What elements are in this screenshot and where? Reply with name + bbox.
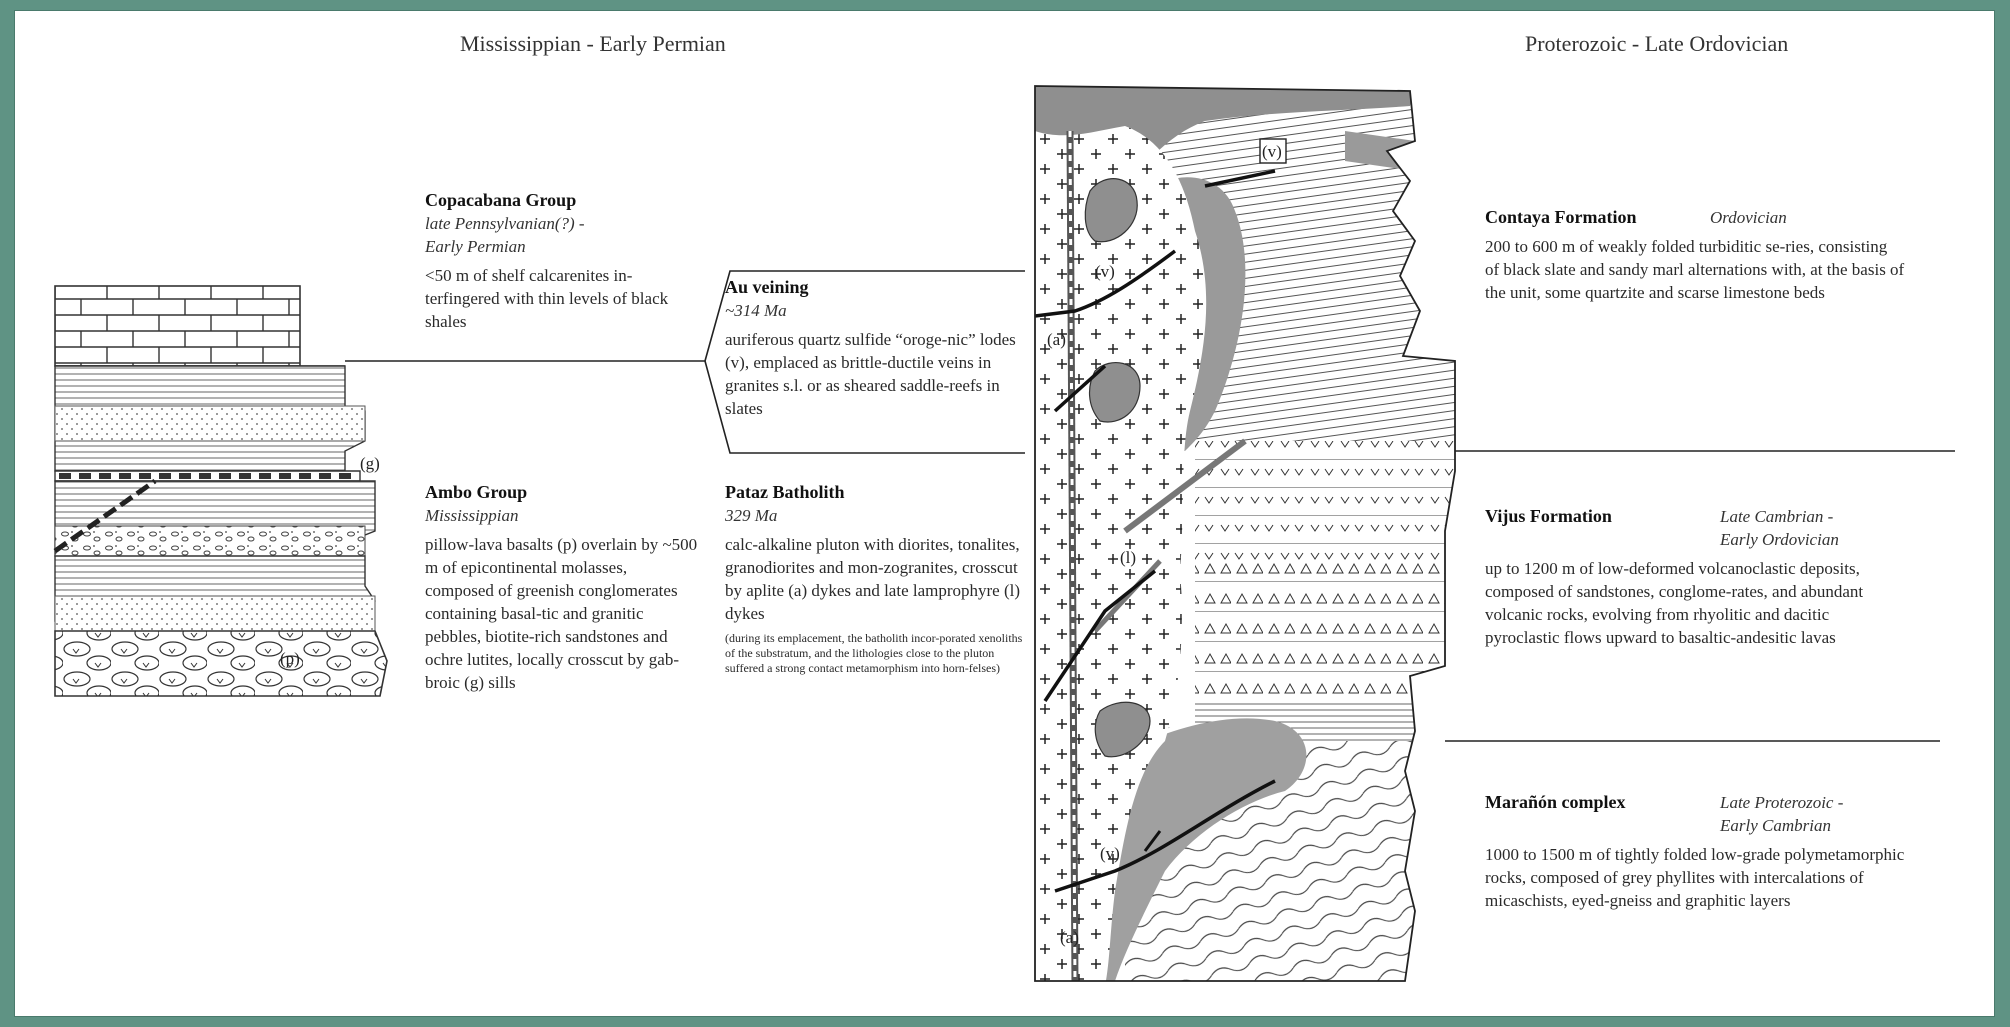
maranon-desc: 1000 to 1500 m of tightly folded low-gra…	[1485, 843, 1905, 912]
contaya-title: Contaya Formation	[1485, 206, 1710, 229]
contaya-block: Contaya Formation Ordovician 200 to 600 …	[1485, 206, 1905, 304]
header-left: Mississippian - Early Permian	[460, 31, 726, 57]
contaya-age: Ordovician	[1710, 206, 1787, 229]
maranon-age-2: Early Cambrian	[1720, 814, 1843, 837]
left-column	[55, 286, 387, 696]
copacabana-desc: <50 m of shelf calcarenites in-terfinger…	[425, 264, 695, 333]
vijus-desc: up to 1200 m of low-deformed volcanoclas…	[1485, 557, 1905, 649]
au-veining-title: Au veining	[725, 276, 1020, 299]
label-g: (g)	[360, 454, 380, 473]
label-v-top: (v)	[1262, 142, 1282, 161]
copacabana-age-1: late Pennsylvanian(?) -	[425, 212, 695, 235]
ambo-desc: pillow-lava basalts (p) overlain by ~500…	[425, 533, 700, 694]
au-veining-desc: auriferous quartz sulfide “oroge-nic” lo…	[725, 328, 1020, 420]
pataz-age: 329 Ma	[725, 504, 1025, 527]
label-v-low: (v)	[1100, 844, 1120, 863]
ambo-block: Ambo Group Mississippian pillow-lava bas…	[425, 481, 700, 694]
maranon-age-1: Late Proterozoic -	[1720, 791, 1843, 814]
label-v-mid: (v)	[1095, 262, 1115, 281]
label-l: (l)	[1120, 548, 1136, 567]
label-p: (p)	[280, 649, 300, 668]
maranon-title: Marañón complex	[1485, 791, 1720, 837]
header-right: Proterozoic - Late Ordovician	[1525, 31, 1788, 57]
copacabana-age-2: Early Permian	[425, 235, 695, 258]
ambo-age: Mississippian	[425, 504, 700, 527]
au-veining-age: ~314 Ma	[725, 299, 1020, 322]
copacabana-title: Copacabana Group	[425, 189, 695, 212]
vijus-title: Vijus Formation	[1485, 505, 1720, 551]
label-a-top: (a)	[1047, 330, 1066, 349]
label-a-low: (a)	[1060, 928, 1079, 947]
maranon-block: Marañón complex Late Proterozoic - Early…	[1485, 791, 1905, 912]
ambo-title: Ambo Group	[425, 481, 700, 504]
vijus-block: Vijus Formation Late Cambrian - Early Or…	[1485, 505, 1905, 649]
figure-sheet: (g) (p) (v) (v) (v) (a) (a) (l) Mississi…	[14, 10, 1995, 1017]
pataz-desc: calc-alkaline pluton with diorites, tona…	[725, 533, 1025, 625]
pataz-note: (during its emplacement, the batholith i…	[725, 631, 1025, 676]
pataz-title: Pataz Batholith	[725, 481, 1025, 504]
au-veining-block: Au veining ~314 Ma auriferous quartz sul…	[725, 276, 1020, 420]
pataz-block: Pataz Batholith 329 Ma calc-alkaline plu…	[725, 481, 1025, 676]
contaya-desc: 200 to 600 m of weakly folded turbiditic…	[1485, 235, 1905, 304]
copacabana-block: Copacabana Group late Pennsylvanian(?) -…	[425, 189, 695, 333]
vijus-age-2: Early Ordovician	[1720, 528, 1839, 551]
vijus-age-1: Late Cambrian -	[1720, 505, 1839, 528]
